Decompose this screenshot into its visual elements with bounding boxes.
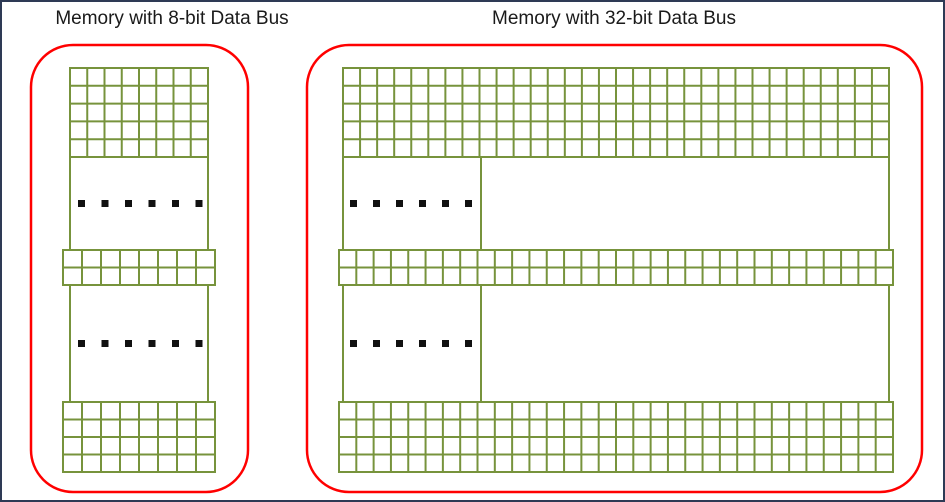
memory-8bit-ellipsis-region-1 xyxy=(69,156,209,251)
ellipsis-dot xyxy=(125,200,132,207)
memory-32bit-group xyxy=(305,43,924,494)
ellipsis-dot xyxy=(78,200,85,207)
ellipsis-dot xyxy=(442,340,449,347)
ellipsis-dot xyxy=(148,340,156,347)
ellipsis-dot xyxy=(172,340,179,347)
ellipsis-dot xyxy=(419,200,426,207)
memory-32bit-cell-grid-4 xyxy=(338,401,894,473)
ellipsis-dot xyxy=(195,200,203,207)
memory-32bit-cell-grid-0 xyxy=(342,67,890,158)
ellipsis-dot xyxy=(148,200,156,207)
ellipsis-dot xyxy=(465,340,472,347)
memory-8bit-ellipsis-box-0 xyxy=(69,284,209,403)
ellipsis-dot xyxy=(101,340,109,347)
ellipsis-dot xyxy=(442,200,449,207)
ellipsis-dot xyxy=(78,340,85,347)
memory-8bit-cell-grid-2 xyxy=(62,249,216,286)
ellipsis-dot xyxy=(373,200,380,207)
ellipsis-dot xyxy=(350,200,357,207)
ellipsis-dot xyxy=(125,340,132,347)
ellipsis-dot xyxy=(465,200,472,207)
memory-32bit-ellipsis-box-1 xyxy=(480,156,890,251)
ellipsis-dot xyxy=(419,340,426,347)
ellipsis-dot xyxy=(350,340,357,347)
memory-32bit-ellipsis-region-3 xyxy=(342,284,890,403)
memory-8bit-cell-grid-0 xyxy=(69,67,209,158)
ellipsis-dot xyxy=(195,340,203,347)
memory-32bit-ellipsis-box-0 xyxy=(342,156,482,251)
memory-32bit-ellipsis-box-0 xyxy=(342,284,482,403)
memory-8bit-group xyxy=(29,43,250,494)
memory-32bit-ellipsis-box-1 xyxy=(480,284,890,403)
ellipsis-dot xyxy=(101,200,109,207)
memory-8bit-ellipsis-box-0 xyxy=(69,156,209,251)
title-memory-32bit-data-bus: Memory with 32-bit Data Bus xyxy=(492,8,736,29)
memory-32bit-ellipsis-region-1 xyxy=(342,156,890,251)
memory-32bit-cell-grid-2 xyxy=(338,249,894,286)
ellipsis-dot xyxy=(396,200,403,207)
ellipsis-dot xyxy=(396,340,403,347)
ellipsis-dot xyxy=(373,340,380,347)
title-memory-8bit-data-bus: Memory with 8-bit Data Bus xyxy=(55,8,289,29)
memory-8bit-cell-grid-4 xyxy=(62,401,216,473)
memory-32bit-red-frame xyxy=(305,43,924,494)
memory-8bit-red-frame xyxy=(29,43,250,494)
ellipsis-dot xyxy=(172,200,179,207)
memory-8bit-ellipsis-region-3 xyxy=(69,284,209,403)
